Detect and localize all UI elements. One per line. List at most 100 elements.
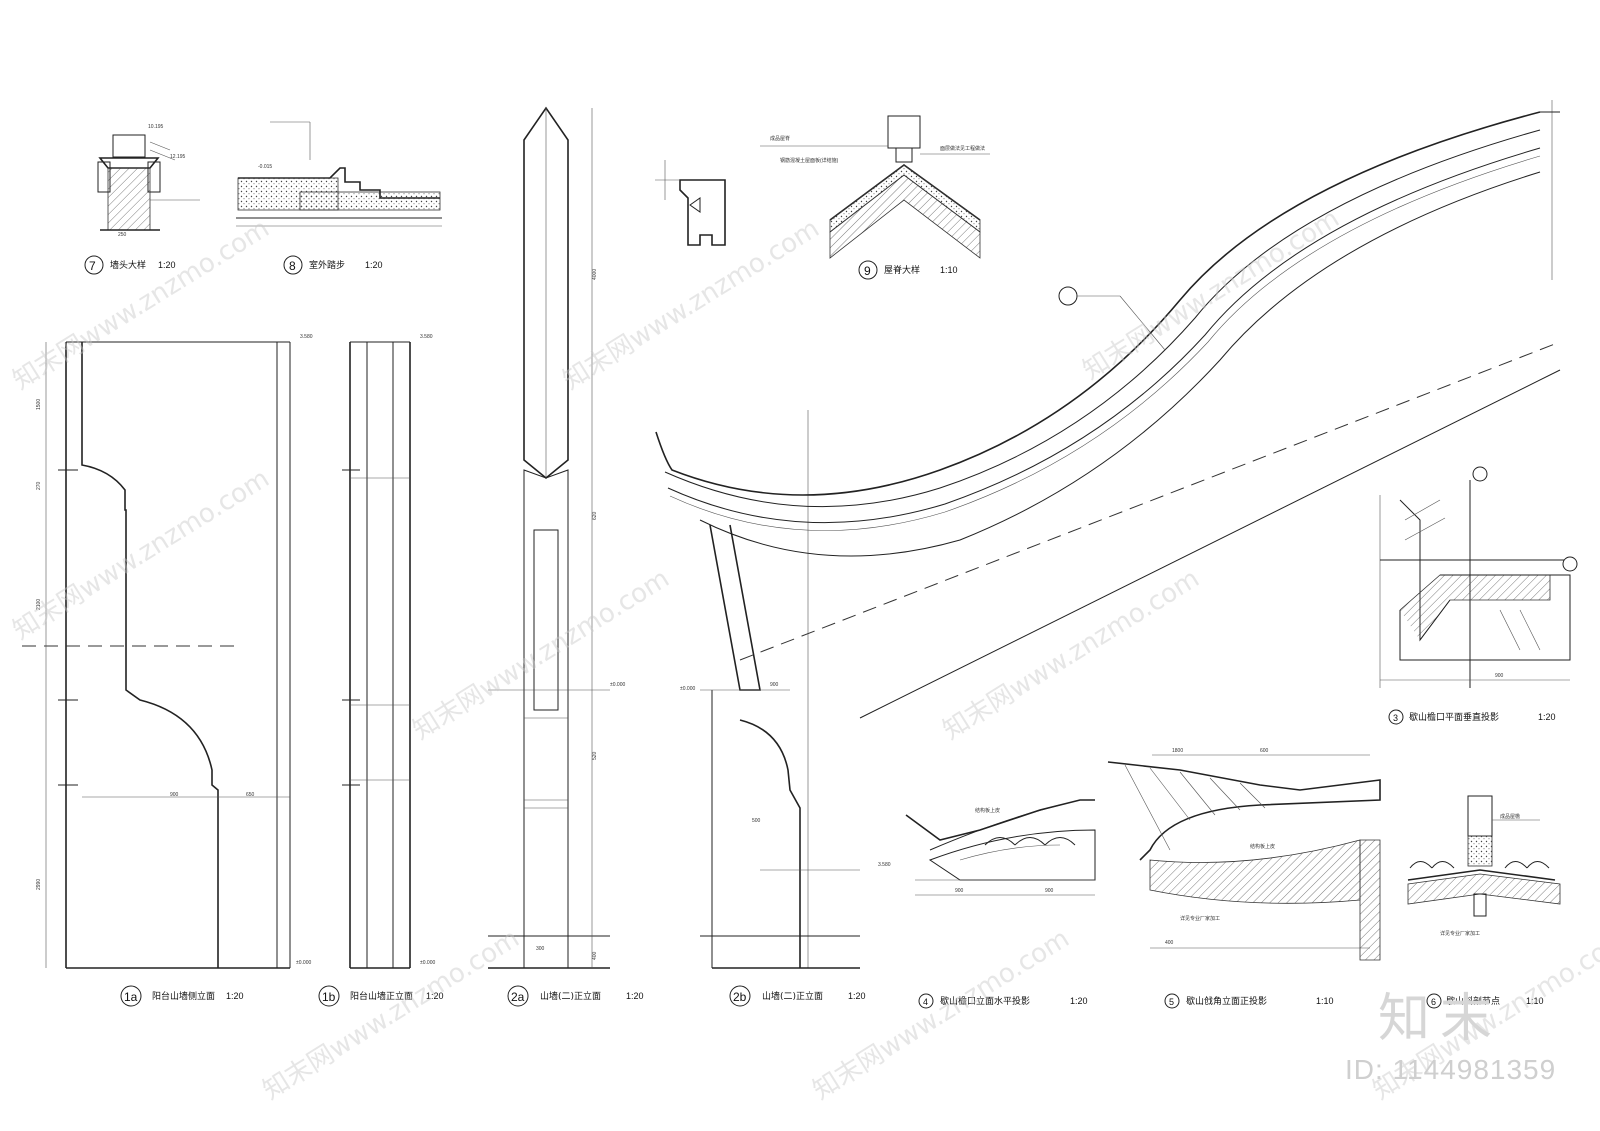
detail-9-scale: 1:10 [940, 265, 958, 275]
svg-text:250: 250 [118, 232, 127, 238]
detail-7-scale: 1:20 [158, 260, 176, 270]
roof-curve-drawing [655, 100, 1561, 719]
detail-6-note-ridge: 成品屋檐 [1500, 813, 1520, 820]
detail-4-label: 4 歇山檐口立面水平投影 1:20 [918, 993, 1088, 1009]
detail-4-number: 4 [923, 997, 928, 1007]
detail-5-caption: 歇山戗角立面正投影 [1186, 995, 1267, 1007]
detail-3-number: 3 [1393, 713, 1398, 723]
detail-5-label: 5 歇山戗角立面正投影 1:10 [1164, 993, 1334, 1009]
elevation-1b-drawing: 3.580 ±0.000 [342, 334, 435, 969]
elevation-2b-drawing: 900 500 ±0.000 [680, 410, 860, 969]
dim-1a-1500: 1500 [36, 399, 42, 410]
detail-4-note-slab: 结构板上皮 [975, 807, 1000, 814]
watermark-text: 知末网www.znzmo.com [808, 924, 1075, 1106]
dim-2a-300: 300 [536, 946, 545, 952]
image-id-watermark: ID: 1144981359 [1345, 1054, 1557, 1085]
dim-1a-2990: 2990 [36, 879, 42, 890]
dim-2b-zero: ±0.000 [680, 686, 695, 692]
detail-7-label: 7 墙头大样 1:20 [84, 255, 176, 275]
detail-8-outdoor-steps-drawing: -0.015 [236, 121, 442, 227]
detail-6-number: 6 [1431, 997, 1436, 1007]
elevation-2b-number: 2b [733, 990, 747, 1004]
watermark-layer: 知末网www.znzmo.com 知末网www.znzmo.com 知末网www… [8, 204, 1600, 1106]
detail-9-caption: 屋脊大样 [884, 264, 920, 276]
detail-9-ridge-drawing: 成品屋脊 钢筋混凝土屋面板(详结施) 面层做法见工程做法 [760, 115, 990, 259]
detail-3-scale: 1:20 [1538, 712, 1556, 722]
brand-watermark: 知末 [1378, 989, 1503, 1049]
detail-6-caption: 歇山斜剖节点 [1446, 995, 1500, 1007]
dim-5-600: 600 [1260, 748, 1269, 754]
detail-4-eave-elevation-drawing: 900 900 3.580 结构板上皮 [878, 799, 1096, 896]
detail-6-label: 6 歇山斜剖节点 1:10 [1426, 993, 1544, 1009]
dim-1a-650: 650 [246, 792, 255, 798]
dim-1b-top: 3.580 [420, 334, 433, 340]
dim-2b-900: 900 [770, 682, 779, 688]
detail-9-note-ridge: 成品屋脊 [770, 135, 790, 142]
watermark-text: 知末网www.znzmo.com [938, 564, 1205, 746]
detail-5-corner-elevation-drawing: 1800 600 400 详见专业厂家加工 结构板上皮 [1107, 748, 1381, 961]
elevation-2b-scale: 1:20 [848, 991, 866, 1001]
watermark-text: 知末网www.znzmo.com [258, 924, 525, 1106]
detail-3-caption: 歇山檐口平面垂直投影 [1409, 711, 1499, 723]
dim-4-900b: 900 [1045, 888, 1054, 894]
detail-8-number: 8 [289, 259, 296, 273]
dim-2a-620: 620 [592, 511, 598, 520]
elevation-1b-label: 1b 阳台山墙正立面 1:20 [318, 985, 444, 1007]
detail-9-number: 9 [864, 264, 871, 278]
dim-1a-2100: 2100 [36, 599, 42, 610]
detail-6-scale: 1:10 [1526, 996, 1544, 1006]
elevation-1b-number: 1b [322, 990, 336, 1004]
dim-5-1800: 1800 [1172, 748, 1183, 754]
watermark-text: 知末网www.znzmo.com [558, 214, 825, 396]
detail-8-scale: 1:20 [365, 260, 383, 270]
dim-2a-4000: 4000 [592, 269, 598, 280]
dim-2a-520: 520 [592, 751, 598, 760]
detail-6-note: 详见专业厂家加工 [1440, 930, 1480, 937]
elevation-2a-drawing: 4000 620 520 400 ±0.000 300 [488, 106, 625, 969]
dim-4-900: 900 [955, 888, 964, 894]
elevation-1a-drawing: 1500 270 2100 2990 900 650 3.580 ±0.000 [22, 334, 313, 969]
dim-1a-zero: ±0.000 [296, 960, 311, 966]
elevation-2a-number: 2a [511, 990, 525, 1004]
watermark-text: 知末网www.znzmo.com [8, 214, 275, 396]
svg-text:10.195: 10.195 [148, 124, 164, 130]
parapet-profile-drawing [655, 160, 726, 246]
dim-5-400: 400 [1165, 940, 1174, 946]
detail-9-note-slab: 钢筋混凝土屋面板(详结施) [780, 157, 839, 164]
dim-2a-zero: ±0.000 [610, 682, 625, 688]
dim-2b-500: 500 [752, 818, 761, 824]
detail-3-eave-plan-drawing: 900 [1379, 466, 1578, 688]
detail-4-scale: 1:20 [1070, 996, 1088, 1006]
elevation-2a-scale: 1:20 [626, 991, 644, 1001]
detail-8-label: 8 室外踏步 1:20 [283, 255, 383, 275]
dim-4-level: 3.580 [878, 862, 891, 868]
elevation-1b-scale: 1:20 [426, 991, 444, 1001]
detail-8-caption: 室外踏步 [309, 259, 345, 271]
detail-5-scale: 1:10 [1316, 996, 1334, 1006]
detail-4-caption: 歇山檐口立面水平投影 [940, 995, 1030, 1007]
dim-1a-900: 900 [170, 792, 179, 798]
detail-7-caption: 墙头大样 [110, 259, 146, 271]
dim-1a-top: 3.580 [300, 334, 313, 340]
elevation-2a-label: 2a 山墙(二)正立面 1:20 [507, 985, 644, 1007]
elevation-2b-caption: 山墙(二)正立面 [762, 990, 823, 1002]
elevation-1a-number: 1a [124, 990, 138, 1004]
detail-6-section-node-drawing: 成品屋檐 详见专业厂家加工 [1407, 795, 1561, 937]
watermark-text: 知末网www.znzmo.com [1078, 204, 1345, 386]
svg-text:-0.015: -0.015 [258, 164, 272, 170]
elevation-1a-scale: 1:20 [226, 991, 244, 1001]
detail-9-note-finish: 面层做法见工程做法 [940, 145, 985, 152]
dim-2a-400: 400 [592, 951, 598, 960]
dim-3-900: 900 [1495, 673, 1504, 679]
elevation-1a-label: 1a 阳台山墙侧立面 1:20 [120, 985, 244, 1007]
detail-5-note-slab: 结构板上皮 [1250, 843, 1275, 850]
detail-3-label: 3 歇山檐口平面垂直投影 1:20 [1388, 709, 1556, 725]
watermark-text: 知末网www.znzmo.com [408, 564, 675, 746]
detail-7-wall-top-drawing: 10.195 12.195 250 [97, 124, 200, 238]
svg-text:12.195: 12.195 [170, 154, 186, 160]
detail-9-label: 9 屋脊大样 1:10 [858, 260, 958, 280]
detail-5-note: 详见专业厂家加工 [1180, 915, 1220, 922]
elevation-1b-caption: 阳台山墙正立面 [350, 990, 413, 1002]
elevation-1a-caption: 阳台山墙侧立面 [152, 990, 215, 1002]
